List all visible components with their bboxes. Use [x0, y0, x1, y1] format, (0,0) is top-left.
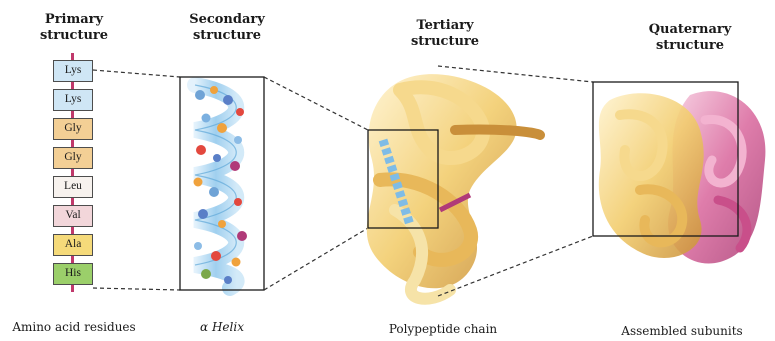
primary-bottom-connector — [93, 288, 180, 290]
tertiary-structure-caption: Polypeptide chain — [378, 322, 508, 336]
quaternary-assembly-illustration — [599, 91, 766, 263]
alpha-helix-illustration — [194, 85, 248, 288]
primary-top-connector — [93, 70, 180, 77]
quaternary-structure-caption: Assembled subunits — [612, 324, 752, 338]
primary-structure-caption: Amino acid residues — [4, 320, 144, 334]
tertiary-fold-illustration — [367, 74, 540, 299]
secondary-bottom-connector — [264, 228, 368, 290]
secondary-structure-caption: α Helix — [182, 320, 262, 334]
secondary-top-connector — [264, 77, 368, 130]
